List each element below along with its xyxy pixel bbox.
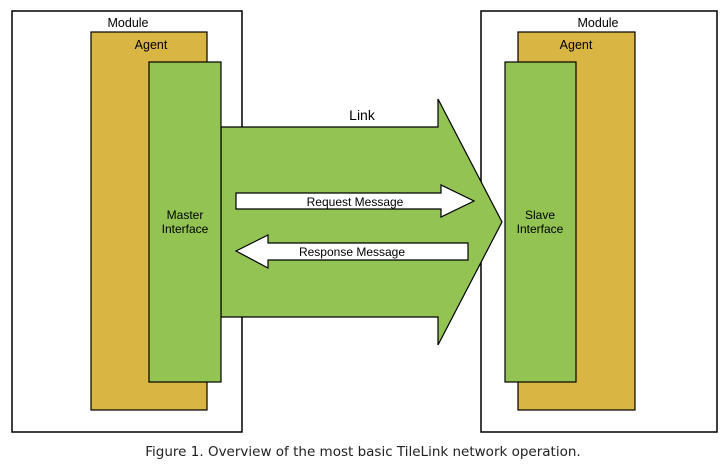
request-message-label: Request Message [307, 195, 404, 209]
slave-interface-label-line2: Interface [517, 222, 564, 236]
master-interface-box [148, 61, 222, 383]
response-message-arrow [234, 234, 469, 269]
master-interface-label-line2: Interface [162, 222, 209, 236]
figure-caption: Figure 1. Overview of the most basic Til… [145, 444, 581, 460]
master-interface-label-line1: Master [167, 208, 204, 222]
right-agent-label: Agent [560, 38, 593, 52]
left-module-label: Module [108, 16, 149, 30]
response-message-label: Response Message [299, 245, 405, 259]
link-arrow [220, 98, 503, 346]
request-message-arrow [235, 184, 476, 218]
slave-interface-box [504, 61, 577, 383]
left-agent-label: Agent [135, 38, 168, 52]
link-label: Link [349, 107, 376, 123]
diagram-canvas: Module Agent Module Agent Link Master In… [11, 10, 718, 433]
slave-interface-label-line1: Slave [525, 208, 555, 222]
right-module-label: Module [578, 16, 619, 30]
